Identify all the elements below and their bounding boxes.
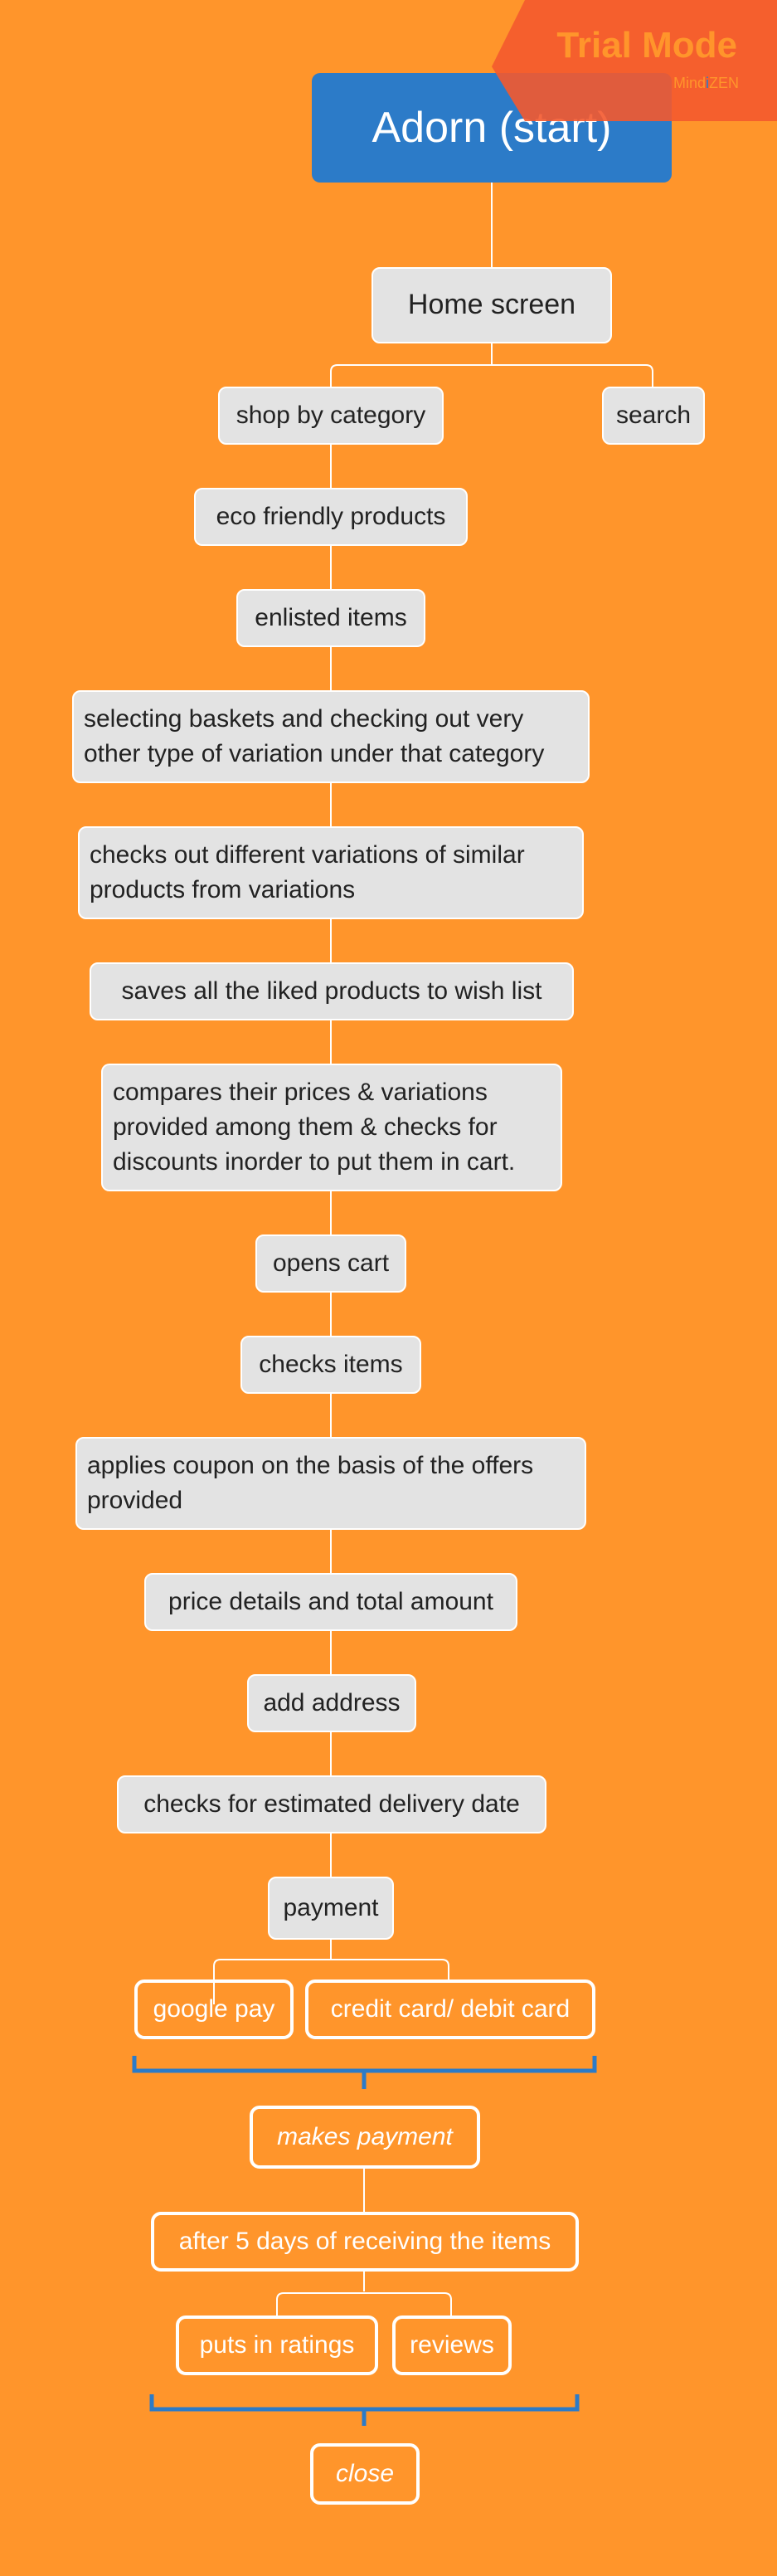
mindzen-brand-watermark: MindiZEN xyxy=(673,75,739,91)
node-credit-debit-card: credit card/ debit card xyxy=(305,1979,595,2039)
node-home-screen: Home screen xyxy=(372,267,612,343)
trial-mode-label: Trial Mode xyxy=(556,25,737,66)
node-applies-coupon: applies coupon on the basis of the offer… xyxy=(75,1437,586,1530)
node-google-pay: google pay xyxy=(134,1979,294,2039)
node-price-details: price details and total amount xyxy=(144,1573,517,1631)
node-estimated-delivery-date: checks for estimated delivery date xyxy=(117,1775,546,1833)
node-shop-by-category: shop by category xyxy=(218,387,444,445)
trial-mode-watermark xyxy=(492,0,777,121)
node-search: search xyxy=(602,387,705,445)
node-enlisted-items: enlisted items xyxy=(236,589,425,647)
node-reviews: reviews xyxy=(392,2315,512,2375)
node-opens-cart: opens cart xyxy=(255,1234,406,1293)
node-add-address: add address xyxy=(247,1674,416,1732)
node-makes-payment: makes payment xyxy=(250,2106,480,2169)
node-selecting-baskets: selecting baskets and checking out very … xyxy=(72,690,590,783)
node-checks-out-variations: checks out different variations of simil… xyxy=(78,826,584,919)
node-saves-wish-list: saves all the liked products to wish lis… xyxy=(90,962,574,1020)
node-close: close xyxy=(310,2443,420,2505)
node-after-5-days: after 5 days of receiving the items xyxy=(151,2212,579,2272)
node-eco-friendly-products: eco friendly products xyxy=(194,488,468,546)
node-checks-items: checks items xyxy=(240,1336,421,1394)
node-compares-prices: compares their prices & variations provi… xyxy=(101,1064,562,1191)
node-payment: payment xyxy=(268,1877,394,1940)
node-puts-in-ratings: puts in ratings xyxy=(176,2315,378,2375)
